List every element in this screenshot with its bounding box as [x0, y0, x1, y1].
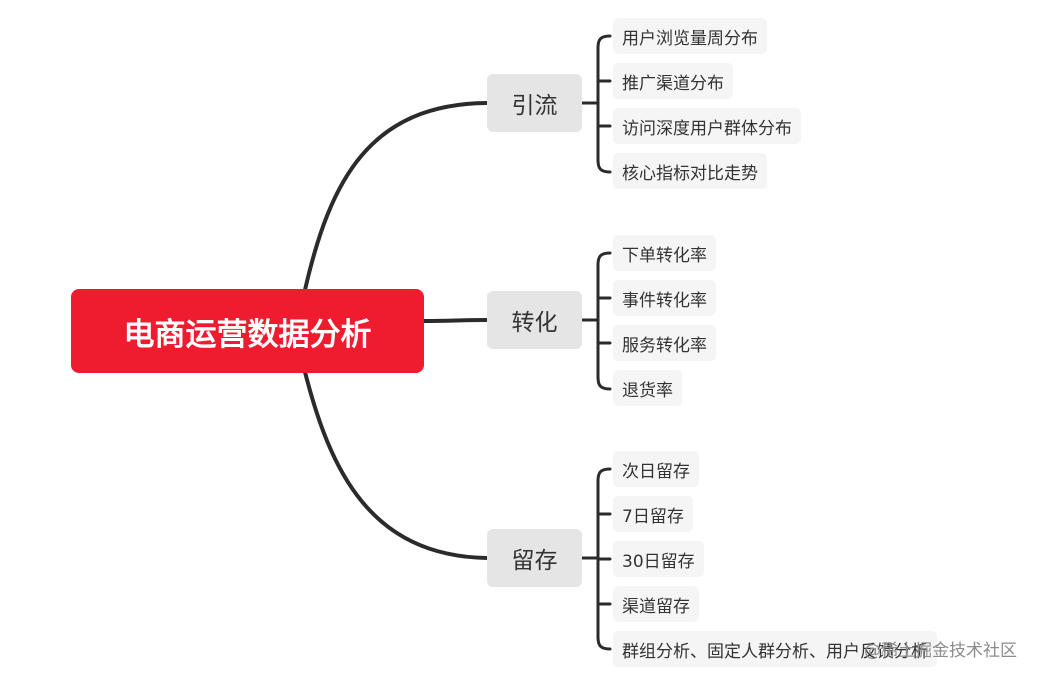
leaf-node[interactable]: 次日留存 — [613, 451, 699, 487]
leaf-node[interactable]: 下单转化率 — [613, 235, 716, 271]
leaf-node[interactable]: 7日留存 — [613, 496, 693, 532]
leaf-node[interactable]: 渠道留存 — [613, 586, 699, 622]
leaf-node[interactable]: 30日留存 — [613, 541, 704, 577]
bracket-liucun — [580, 467, 612, 651]
connector-root-yinliu — [303, 101, 489, 292]
branch-node-zhuanhua[interactable]: 转化 — [487, 291, 582, 349]
leaf-node[interactable]: 核心指标对比走势 — [613, 153, 767, 189]
leaf-node[interactable]: 推广渠道分布 — [613, 63, 733, 99]
connector-root-zhuanhua — [422, 318, 489, 323]
leaf-node[interactable]: 群组分析、固定人群分析、用户反馈分析 — [613, 631, 937, 667]
leaf-node[interactable]: 退货率 — [613, 370, 682, 406]
bracket-zhuanhua — [580, 251, 612, 391]
leaf-node[interactable]: 用户浏览量周分布 — [613, 18, 767, 54]
bracket-yinliu — [580, 34, 612, 174]
branch-node-liucun[interactable]: 留存 — [487, 529, 582, 587]
root-node[interactable]: 电商运营数据分析 — [71, 289, 424, 373]
leaf-node[interactable]: 事件转化率 — [613, 280, 716, 316]
branch-node-yinliu[interactable]: 引流 — [487, 74, 582, 132]
leaf-node[interactable]: 服务转化率 — [613, 325, 716, 361]
connector-root-liucun — [303, 370, 489, 560]
leaf-node[interactable]: 访问深度用户群体分布 — [613, 108, 801, 144]
watermark: @稀土掘金技术社区 — [864, 641, 1017, 661]
